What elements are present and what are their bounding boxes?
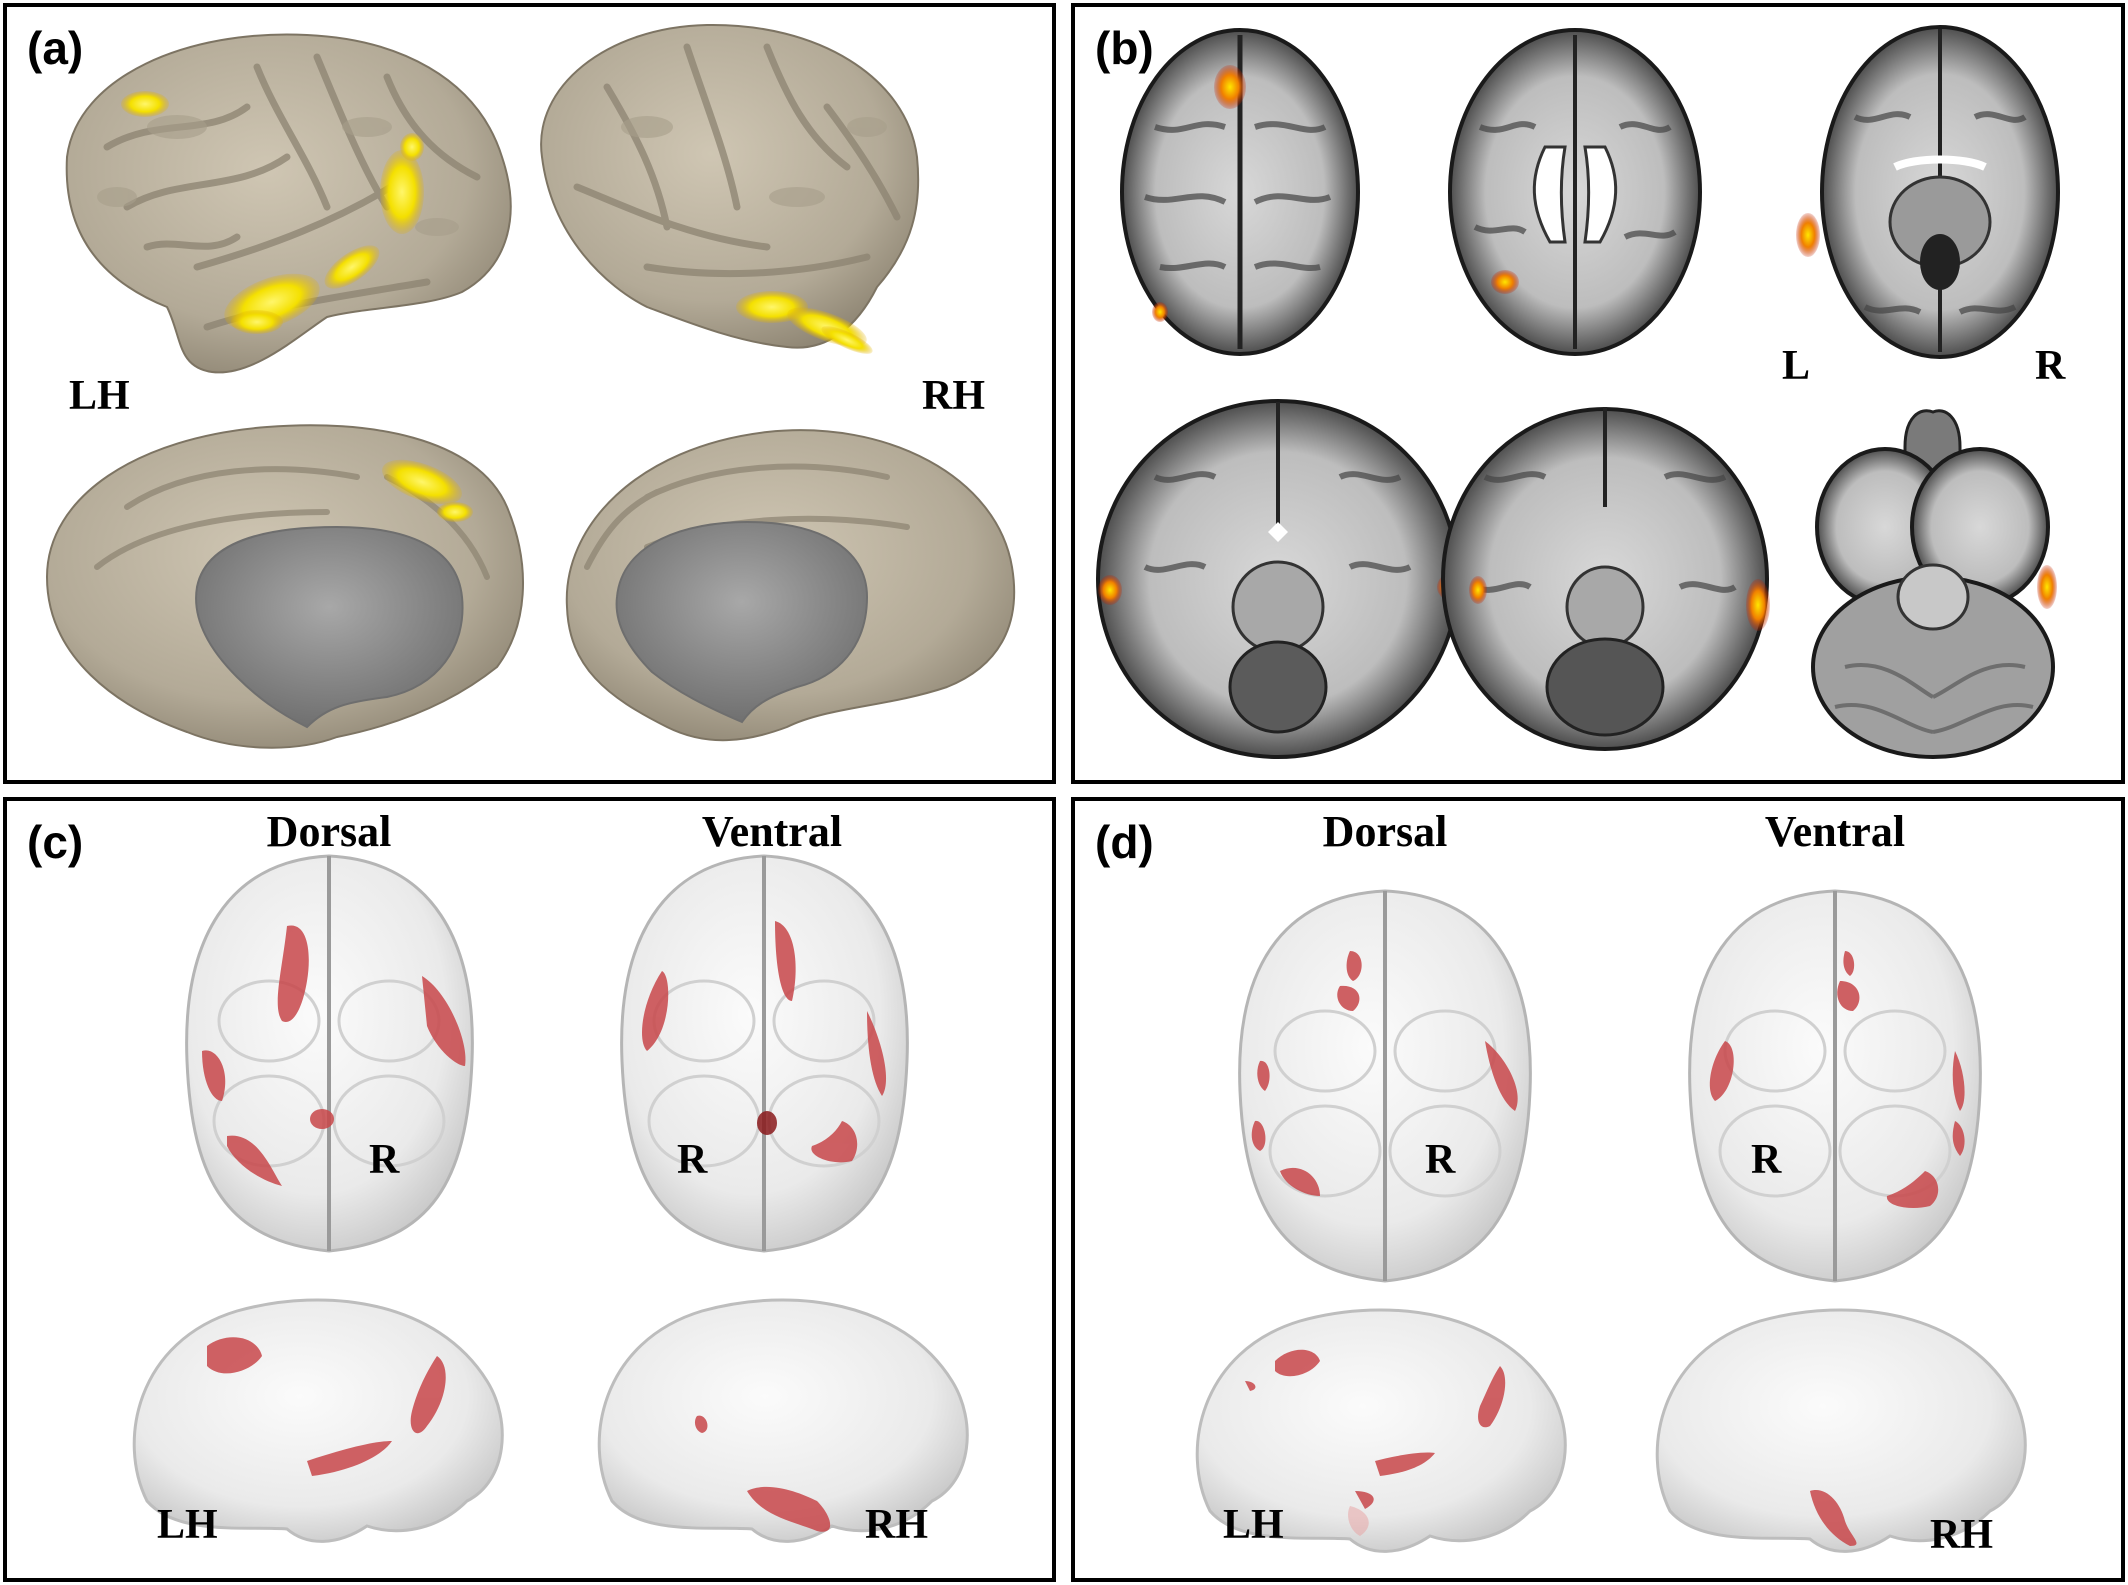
left-lateral-glass [132, 1298, 504, 1543]
panel-d-letter: (d) [1095, 816, 1154, 868]
panel-a-letter: (a) [27, 22, 84, 74]
label-right-hemisphere: RH [1930, 1512, 1993, 1558]
left-medial-hemisphere [45, 424, 525, 749]
panel-c-letter: (c) [27, 816, 84, 868]
panel-b: (b) L R [1071, 3, 2125, 784]
slices-row-bottom [1096, 399, 2057, 759]
label-r-dorsal: R [1425, 1137, 1456, 1183]
label-right-hemisphere: RH [922, 373, 985, 419]
label-right-hemisphere: RH [865, 1502, 928, 1548]
glass-brain-figure-c [132, 854, 969, 1543]
ventral-view [1688, 889, 1982, 1283]
label-right: R [2035, 343, 2066, 389]
label-left-hemisphere: LH [157, 1502, 218, 1548]
axial-slice-5 [1441, 407, 1770, 751]
label-ventral: Ventral [701, 807, 843, 856]
axial-slice-3 [1796, 25, 2060, 359]
label-r-ventral: R [1751, 1137, 1782, 1183]
label-ventral: Ventral [1764, 807, 1906, 856]
label-r-dorsal: R [369, 1137, 400, 1183]
left-lateral-glass [1195, 1308, 1567, 1553]
axial-slice-1 [1120, 28, 1360, 356]
glass-brain-figure-d [1195, 889, 2027, 1553]
left-lateral-hemisphere [65, 33, 512, 374]
slices-row-top [1120, 25, 2060, 359]
right-medial-hemisphere [565, 429, 1016, 742]
label-dorsal: Dorsal [266, 807, 392, 856]
dorsal-view [1238, 889, 1532, 1283]
dorsal-view [185, 854, 474, 1253]
label-left-hemisphere: LH [1223, 1502, 1284, 1548]
panel-c: (c) Dorsal Ventral R R LH RH [3, 797, 1056, 1582]
axial-slice-4 [1096, 399, 1463, 759]
cortical-surface-figure [45, 23, 1016, 749]
panel-b-letter: (b) [1095, 22, 1154, 74]
right-lateral-hemisphere [540, 23, 920, 354]
ventral-view [620, 854, 909, 1253]
label-left-hemisphere: LH [69, 373, 130, 419]
panel-d: (d) Dorsal Ventral R R LH RH [1071, 797, 2125, 1582]
right-lateral-glass [597, 1298, 969, 1543]
axial-slice-6 [1811, 409, 2057, 759]
axial-slice-2 [1448, 28, 1702, 356]
label-r-ventral: R [677, 1137, 708, 1183]
label-left: L [1782, 343, 1811, 389]
right-lateral-glass [1655, 1308, 2027, 1553]
axial-slices-figure [1096, 25, 2060, 759]
panel-a: (a) LH RH [3, 3, 1056, 784]
label-dorsal: Dorsal [1322, 807, 1448, 856]
